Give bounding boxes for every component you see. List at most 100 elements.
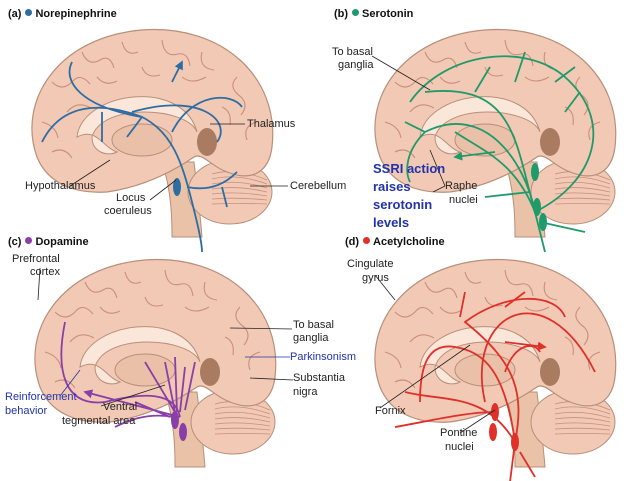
- leader-line: [149, 179, 177, 201]
- brain-panel-dopamine: [34, 258, 277, 468]
- brain-panel-norepinephrine: [31, 28, 274, 253]
- nucleus-marker: [491, 403, 499, 421]
- pathway-arrow: [394, 291, 596, 481]
- brain-panel-serotonin: [374, 28, 617, 253]
- gyrus-fold: [409, 104, 435, 113]
- gyrus-fold: [200, 51, 215, 71]
- gyrus-fold: [484, 296, 504, 307]
- nucleus-marker: [179, 423, 187, 441]
- gyrus-fold: [41, 121, 59, 139]
- panel-c-title: (c)Dopamine: [8, 236, 89, 248]
- label-pontine-nuclei: nuclei: [445, 441, 474, 453]
- label-cingulate: Cingulate: [347, 258, 394, 270]
- leader-line: [229, 327, 293, 330]
- gyrus-fold: [464, 41, 482, 54]
- gyri: [41, 39, 258, 159]
- cerebellum-folia: [214, 406, 271, 415]
- midbrain-dark-region: [540, 358, 560, 386]
- gyrus-fold: [394, 379, 416, 389]
- leader-line: [249, 377, 294, 381]
- gyrus-fold: [439, 76, 461, 84]
- label-fornix: Fornix: [375, 405, 406, 417]
- gyrus-fold: [144, 296, 164, 307]
- leader-line: [432, 185, 446, 193]
- cerebellum-folia: [214, 427, 271, 431]
- cerebellum-folia: [214, 411, 271, 419]
- nucleus-marker: [533, 198, 541, 216]
- gyrus-fold: [81, 51, 115, 69]
- gyrus-fold: [164, 269, 194, 297]
- gyrus-fold: [564, 336, 574, 356]
- dopamine-legend-dot: [25, 237, 33, 244]
- label-cerebellum: Cerebellum: [290, 180, 347, 192]
- gyrus-fold: [232, 76, 246, 116]
- cerebellum-folia: [211, 187, 268, 193]
- gyrus-fold: [424, 281, 458, 299]
- gyrus-fold: [69, 334, 95, 343]
- gyrus-fold: [181, 76, 207, 82]
- leader-line: [69, 159, 111, 187]
- nucleus-marker: [489, 423, 497, 441]
- leader-line: [379, 344, 471, 409]
- gyrus-fold: [394, 306, 434, 318]
- gyrus-fold: [504, 269, 534, 297]
- gyrus-fold: [424, 51, 458, 69]
- label-nuclei: nuclei: [449, 194, 478, 206]
- label-coeruleus: coeruleus: [104, 205, 152, 217]
- cerebellum-folia: [554, 406, 611, 415]
- gyrus-fold: [54, 306, 94, 318]
- cerebellum-folia: [211, 203, 268, 205]
- label-cortex: cortex: [30, 266, 60, 278]
- gyrus-fold: [564, 106, 574, 126]
- gyrus-fold: [524, 306, 550, 312]
- gyrus-fold: [44, 351, 62, 369]
- label-parkinsonism: Parkinsonism: [290, 351, 357, 363]
- label-reinforcement: Reinforcement: [5, 391, 77, 403]
- label-ganglia: ganglia: [338, 59, 374, 71]
- leader-line: [37, 267, 41, 301]
- label-to-basal: To basal: [332, 46, 373, 58]
- acetylcholine-legend-dot: [363, 237, 371, 244]
- gyrus-fold: [203, 281, 218, 301]
- cerebellum: [530, 389, 616, 455]
- midbrain-dark-region: [540, 128, 560, 156]
- gyrus-fold: [141, 66, 161, 77]
- cerebellum-folia: [214, 417, 271, 423]
- cerebellum-folia: [211, 197, 268, 201]
- cerebellum-folia: [554, 411, 611, 419]
- gyrus-fold: [575, 306, 589, 346]
- gyrus-fold: [575, 76, 589, 116]
- leader-line: [371, 55, 431, 91]
- gyri: [384, 269, 601, 389]
- ssri-line-2: raises: [373, 179, 411, 194]
- nucleus-marker: [171, 411, 179, 429]
- nucleus-marker: [173, 178, 181, 196]
- cerebellum-folia: [554, 417, 611, 423]
- label-thalamus: Thalamus: [247, 118, 296, 130]
- nucleus-marker: [511, 433, 519, 451]
- label-pontine: Pontine: [440, 427, 478, 439]
- gyrus-fold: [99, 306, 121, 314]
- gyrus-fold: [51, 149, 73, 159]
- leader-line: [374, 274, 396, 301]
- gyrus-fold: [66, 104, 92, 113]
- gyrus-fold: [394, 149, 416, 159]
- gyrus-fold: [245, 121, 258, 141]
- cerebellum-folia: [554, 433, 611, 435]
- gyrus-fold: [409, 334, 435, 343]
- pathway-arrow: [41, 62, 243, 253]
- label-hypothalamus: Hypothalamus: [25, 180, 96, 192]
- label-tegmental-area: tegmental area: [62, 415, 136, 427]
- gyrus-fold: [464, 271, 482, 284]
- cerebellum-folia: [211, 176, 268, 185]
- panel-b-title: (b)Serotonin: [334, 8, 414, 20]
- label-gyrus: gyrus: [362, 272, 389, 284]
- cerebellum-folia: [214, 422, 271, 427]
- leader-line: [100, 384, 166, 407]
- brain-panel-acetylcholine: [374, 258, 617, 481]
- thalamus: [111, 123, 173, 157]
- corpus-callosum: [79, 326, 201, 385]
- gyrus-fold: [221, 106, 231, 126]
- cerebellum-folia: [554, 176, 611, 185]
